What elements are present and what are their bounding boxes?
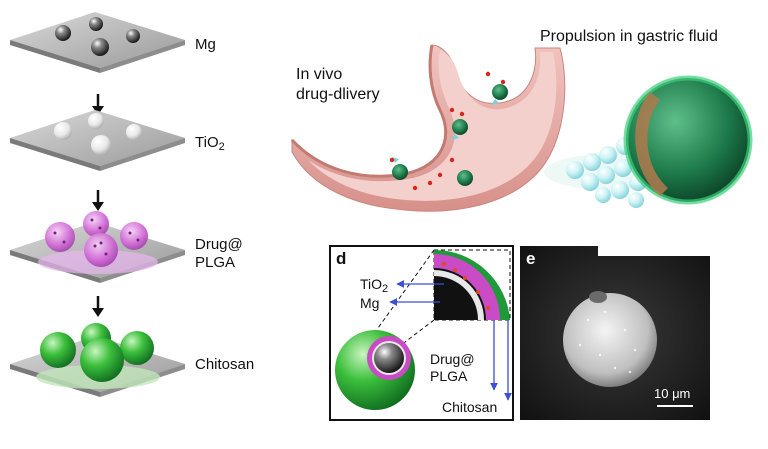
propulsion-illustration [544,75,753,208]
step-label-chitosan: Chitosan [195,356,255,373]
mg-particle [126,29,140,43]
chitosan-particle [40,332,76,368]
tio2-particle [91,135,111,155]
in-vivo-label-line1: In vivo [296,66,343,83]
panel-d-label-drug-line1: Drug@ [430,351,475,367]
step-label-drug-line2: PLGA [195,254,236,271]
mg-particle [55,25,71,41]
step-chitosan [10,323,185,397]
micromotor [392,157,408,180]
tio2-particle [88,113,104,129]
step-label-mg: Mg [195,36,216,53]
in-vivo-label-line2: drug-dlivery [296,86,380,103]
tio2-particle [126,124,142,140]
down-arrow [92,94,104,115]
panel-e [520,246,710,420]
tio2-particle [54,122,72,140]
chitosan-particle [80,338,124,382]
down-arrow [92,296,104,317]
step-label-drug-line1: Drug@ [195,236,243,253]
step-label-tio2: TiO2 [195,134,225,153]
micromotor [491,84,508,105]
propulsion-title: Propulsion in gastric fluid [540,28,718,45]
micromotor-sphere [626,78,750,202]
sem-microsphere [563,293,657,387]
panel-d-label-tio2: TiO2 [360,276,389,295]
down-arrow [92,190,104,211]
plga-particle [84,233,118,267]
panel-e-letter: e [526,249,536,268]
panel-d-label-chitosan: Chitosan [442,399,498,415]
plga-particle [120,222,148,250]
mg-particle [89,17,103,31]
plga-particle [83,211,109,237]
scale-bar-label: 10 μm [654,386,691,401]
plga-particle [45,222,75,252]
panel-d-label-drug-line2: PLGA [430,368,468,384]
chitosan-particle [120,331,154,365]
step-mg [10,12,185,73]
micromotor [451,119,468,140]
panel-d [329,245,514,421]
mg-particle [91,38,109,56]
step-tio2 [10,110,185,171]
step-drug-plga [10,211,185,283]
drug-particles [389,71,506,191]
stomach-illustration [290,44,566,212]
micromotor [457,170,473,186]
panel-d-letter: d [336,249,347,268]
panel-d-label-mg: Mg [360,295,380,311]
